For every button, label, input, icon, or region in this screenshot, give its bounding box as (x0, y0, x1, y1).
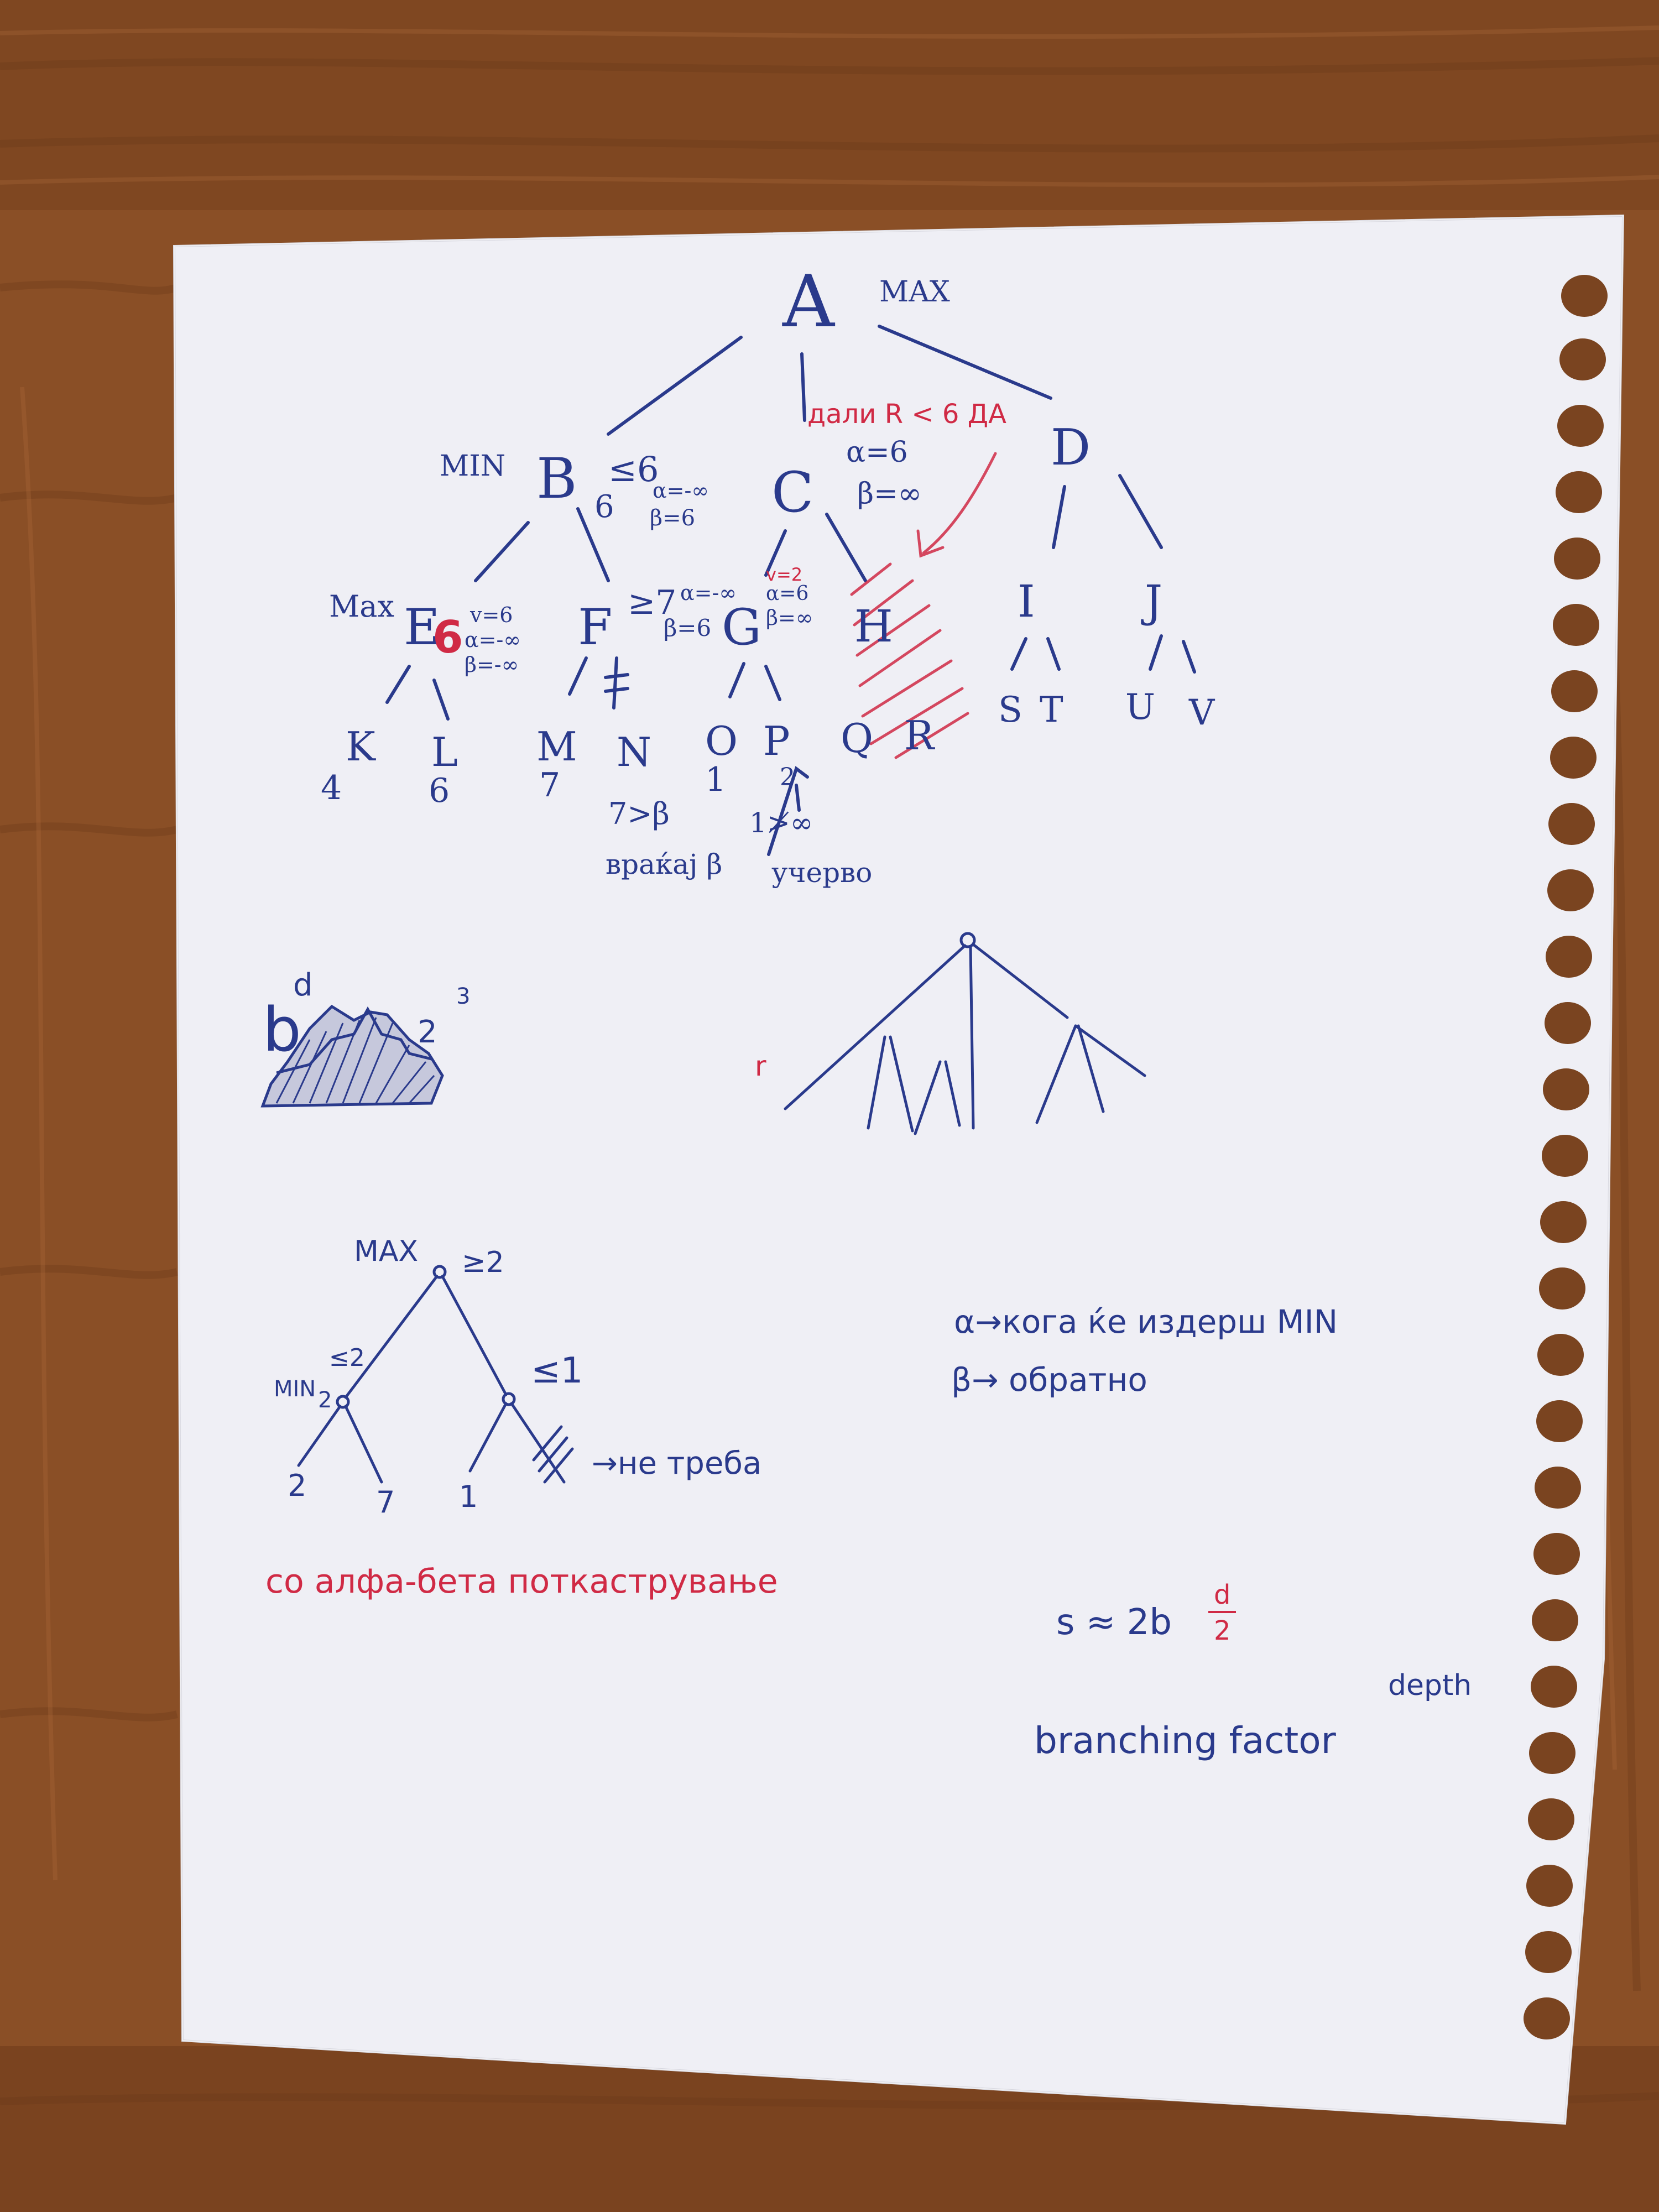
node-d: D (1051, 419, 1091, 477)
sketch-exponent: d (293, 967, 313, 1003)
tree2-left-value: 2 (318, 1387, 332, 1413)
node-h: H (854, 601, 893, 652)
node-b-level-tag: MIN (440, 450, 505, 483)
branching-factor-label: branching factor (1034, 1719, 1337, 1762)
leaf-l-value: 6 (429, 771, 450, 810)
f-compare-note: 7>β (608, 796, 670, 831)
node-f-beta: β=6 (664, 614, 711, 641)
node-e-beta: β=-∞ (465, 653, 519, 677)
node-j: J (1141, 576, 1162, 627)
leaf-u: U (1125, 687, 1155, 728)
node-c-beta: β=∞ (857, 477, 922, 510)
tree2-left-tag: MIN (274, 1376, 316, 1402)
sketch-side: 2 (418, 1014, 437, 1050)
node-b-value: 6 (594, 489, 614, 525)
formula-exp-numerator: d (1214, 1579, 1230, 1610)
stray-red-mark: r (755, 1050, 766, 1082)
leaf-m-value: 7 (539, 766, 560, 805)
leaf-l: L (431, 729, 458, 775)
sketch-side-exponent: 3 (456, 984, 470, 1009)
node-e-alpha: α=-∞ (465, 628, 521, 652)
node-a-annotation: MAX (879, 275, 950, 309)
tree2-root-bound: ≥2 (462, 1246, 504, 1279)
alpha-note: α→кога ќе издеpш MIN (954, 1303, 1338, 1340)
tree2-leaf-3: 1 (459, 1479, 478, 1514)
tree2-left-bound: ≤2 (329, 1344, 365, 1372)
red-question-note: дали R < 6 ДА (807, 399, 1006, 430)
leaf-k: K (346, 723, 376, 770)
node-a: A (782, 259, 836, 343)
alpha-beta-pruning-note: со алфа-бета поткастрување (265, 1562, 778, 1601)
node-g-alpha: α=6 (766, 582, 808, 605)
tree2-pruned-note: →не треба (592, 1446, 761, 1481)
beta-note: β→ обратно (951, 1361, 1147, 1399)
node-f: F (578, 598, 612, 656)
node-g-beta: β=∞ (766, 606, 813, 630)
leaf-p: P (763, 718, 790, 764)
node-b-bound: ≤6 (608, 449, 659, 489)
tree2-leaf-2: 7 (376, 1485, 395, 1520)
leaf-s: S (998, 690, 1022, 731)
leaf-n: N (617, 729, 651, 775)
spiral-holes (1524, 275, 1608, 2039)
node-c: C (771, 460, 814, 525)
node-b: B (536, 446, 577, 511)
depth-label: depth (1388, 1669, 1472, 1702)
leaf-p-value: 2 (780, 763, 795, 791)
p-compare-note: 1≯∞ (749, 807, 813, 839)
formula-main: s ≈ 2b (1056, 1602, 1172, 1643)
p-note: учерво (771, 857, 872, 889)
tree2-root-tag: MAX (354, 1235, 418, 1268)
f-return-note: враќаj β (606, 848, 722, 880)
tree2-leaf-1: 2 (288, 1468, 306, 1503)
node-f-bound: ≥7 (628, 583, 676, 622)
tree2-right-bound: ≤1 (531, 1350, 583, 1391)
node-g-v: v=2 (766, 564, 802, 585)
leaf-o-value: 1 (705, 760, 726, 799)
node-e-level-tag: Max (329, 589, 394, 624)
node-f-alpha: α=-∞ (680, 581, 737, 605)
leaf-q: Q (841, 715, 873, 761)
node-e-value: 6 (432, 612, 463, 663)
leaf-o: O (705, 718, 738, 764)
node-b-beta: β=6 (650, 505, 695, 531)
leaf-v: V (1188, 692, 1215, 733)
leaf-k-value: 4 (321, 769, 342, 807)
alpha-beta-tree (385, 325, 1196, 856)
formula-exp-denominator: 2 (1214, 1615, 1231, 1646)
fan-tree-sketch (784, 932, 1146, 1135)
leaf-r: R (904, 712, 935, 759)
growth-sketch (260, 1004, 444, 1108)
small-minimax-tree (297, 1265, 574, 1484)
pruned-hatching (850, 452, 997, 759)
node-b-alpha: α=-∞ (653, 478, 709, 503)
leaf-m: M (536, 723, 577, 770)
leaf-t: T (1040, 690, 1063, 731)
node-g: G (722, 598, 761, 656)
node-i: I (1018, 576, 1035, 627)
node-e: E (404, 598, 440, 656)
node-c-alpha: α=6 (846, 436, 908, 469)
sketch-base: b (263, 994, 301, 1065)
node-e-v: v=6 (469, 603, 513, 627)
